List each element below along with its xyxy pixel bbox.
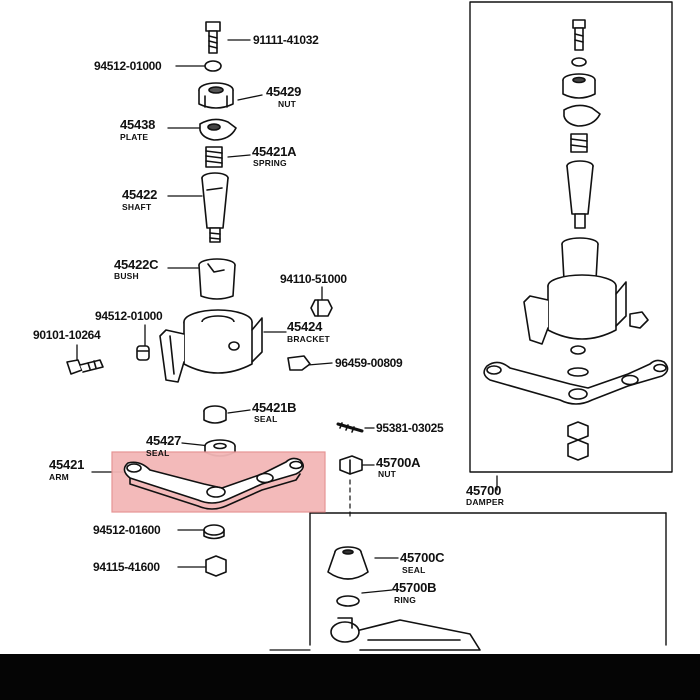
nut-45700A: [339, 455, 363, 475]
spring-45421A: [205, 146, 223, 168]
label-bracket-45424-name: BRACKET: [287, 334, 330, 344]
seal-45421B: [203, 405, 227, 424]
label-bush-45422C-number: 45422C: [114, 257, 159, 272]
label-nut-96459: 96459-00809: [335, 356, 403, 370]
label-plate-45438-number: 45438: [120, 117, 156, 132]
label-seal-45700C-number: 45700C: [400, 550, 445, 565]
leader-lines: [76, 39, 498, 594]
bush-45422C: [198, 258, 236, 300]
label-plate-45438-name: PLATE: [120, 132, 149, 142]
label-damper-45700-name: DAMPER: [466, 497, 505, 507]
damper-assembly-frame: [469, 1, 673, 473]
label-bolt-91111: 91111-41032: [253, 33, 319, 47]
label-bush-45422C-name: BUSH: [114, 271, 139, 281]
damper-assembly-exploded: [483, 19, 669, 461]
shaft-45422: [201, 172, 229, 243]
plate-45438: [199, 118, 237, 141]
bottom-black-bar: [0, 654, 700, 700]
label-nut-94110: 94110-51000: [280, 272, 347, 286]
nut-94115: [205, 555, 227, 577]
label-nut-45429-name: NUT: [278, 99, 297, 109]
label-nut-45429-number: 45429: [266, 84, 302, 99]
label-seal-45700C-name: SEAL: [402, 565, 426, 575]
label-seal-45427-number: 45427: [146, 433, 182, 448]
label-seal-45421B-name: SEAL: [254, 414, 278, 424]
label-washer-94512-top: 94512-01000: [94, 59, 162, 73]
bolt-91111: [205, 21, 221, 54]
bolt-90101: [66, 359, 104, 375]
nut-94110: [310, 299, 333, 317]
label-nut-45700A-name: NUT: [378, 469, 397, 479]
label-seal-45421B-number: 45421B: [252, 400, 297, 415]
seal-45700C: [327, 546, 369, 580]
label-damper-45700-number: 45700: [466, 483, 502, 498]
nut-96459: [287, 355, 311, 371]
label-shaft-45422-number: 45422: [122, 187, 158, 202]
label-seal-45427-name: SEAL: [146, 448, 170, 458]
label-washer-94512-01600: 94512-01600: [93, 523, 161, 537]
label-nut-45700A-number: 45700A: [376, 455, 421, 470]
washer-94512-01600: [203, 524, 225, 540]
label-spring-45421A-name: SPRING: [253, 158, 287, 168]
label-spring-45421A-number: 45421A: [252, 144, 297, 159]
label-washer-94512-mid: 94512-01000: [95, 309, 163, 323]
pin-95381: [336, 422, 364, 433]
label-bracket-45424-number: 45424: [287, 319, 323, 334]
label-ring-45700B-number: 45700B: [392, 580, 437, 595]
label-pin-95381: 95381-03025: [376, 421, 444, 435]
label-shaft-45422-name: SHAFT: [122, 202, 152, 212]
label-ring-45700B-name: RING: [394, 595, 417, 605]
label-arm-45421-name: ARM: [49, 472, 69, 482]
washer-94512-mid: [136, 345, 150, 361]
damper-body: [330, 617, 481, 651]
bracket-45424: [159, 309, 263, 383]
nut-45429: [198, 82, 234, 109]
label-bolt-90101: 90101-10264: [33, 328, 101, 342]
arm-45421: [123, 457, 304, 510]
label-nut-94115: 94115-41600: [93, 560, 160, 574]
label-arm-45421-number: 45421: [49, 457, 85, 472]
ring-45700B: [336, 595, 360, 607]
washer-94512-top: [204, 60, 222, 72]
